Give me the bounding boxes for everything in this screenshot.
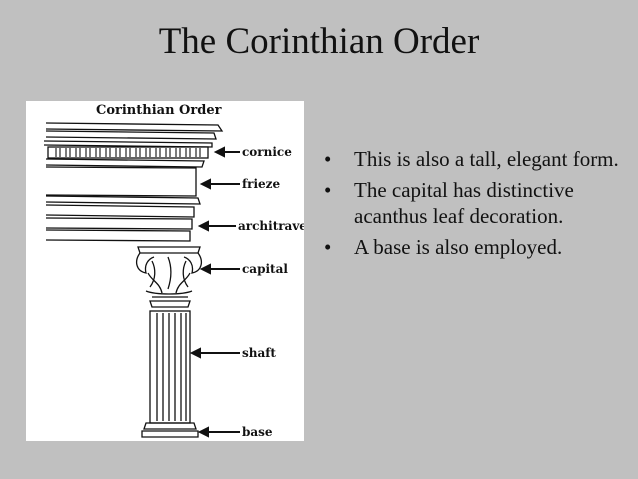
frieze-drawing	[45, 166, 197, 197]
shaft-drawing	[149, 310, 191, 424]
bullet-text: This is also a tall, elegant form.	[354, 147, 619, 171]
bullet-item: • The capital has distinctive acanthus le…	[322, 177, 622, 229]
bullet-dot-icon: •	[324, 178, 332, 202]
slide-title: The Corinthian Order	[158, 21, 480, 62]
bullet-dot-icon: •	[324, 147, 332, 171]
bullet-item: • A base is also employed.	[322, 234, 622, 260]
bullet-item: • This is also a tall, elegant form.	[322, 146, 622, 172]
bullet-dot-icon: •	[324, 235, 332, 259]
label-shaft: shaft	[242, 346, 276, 360]
diagram-heading: Corinthian Order	[96, 103, 222, 118]
corinthian-order-diagram: Corinthian Order	[26, 101, 304, 441]
bullet-text: The capital has distinctive acanthus lea…	[354, 178, 574, 228]
label-cornice: cornice	[242, 145, 292, 159]
label-frieze: frieze	[242, 177, 280, 191]
base-drawing	[141, 422, 199, 438]
label-arrows	[189, 146, 240, 438]
bullet-text: A base is also employed.	[354, 235, 563, 259]
dentil-row	[55, 148, 201, 157]
architrave-drawing	[45, 195, 201, 242]
capital-drawing	[135, 246, 203, 308]
label-capital: capital	[242, 262, 288, 276]
cornice-drawing	[43, 122, 224, 168]
corinthian-order-illustration: Corinthian Order	[43, 103, 304, 439]
label-architrave: architrave	[238, 219, 304, 233]
bullet-list: • This is also a tall, elegant form. • The…	[322, 146, 622, 265]
label-base: base	[242, 425, 273, 439]
